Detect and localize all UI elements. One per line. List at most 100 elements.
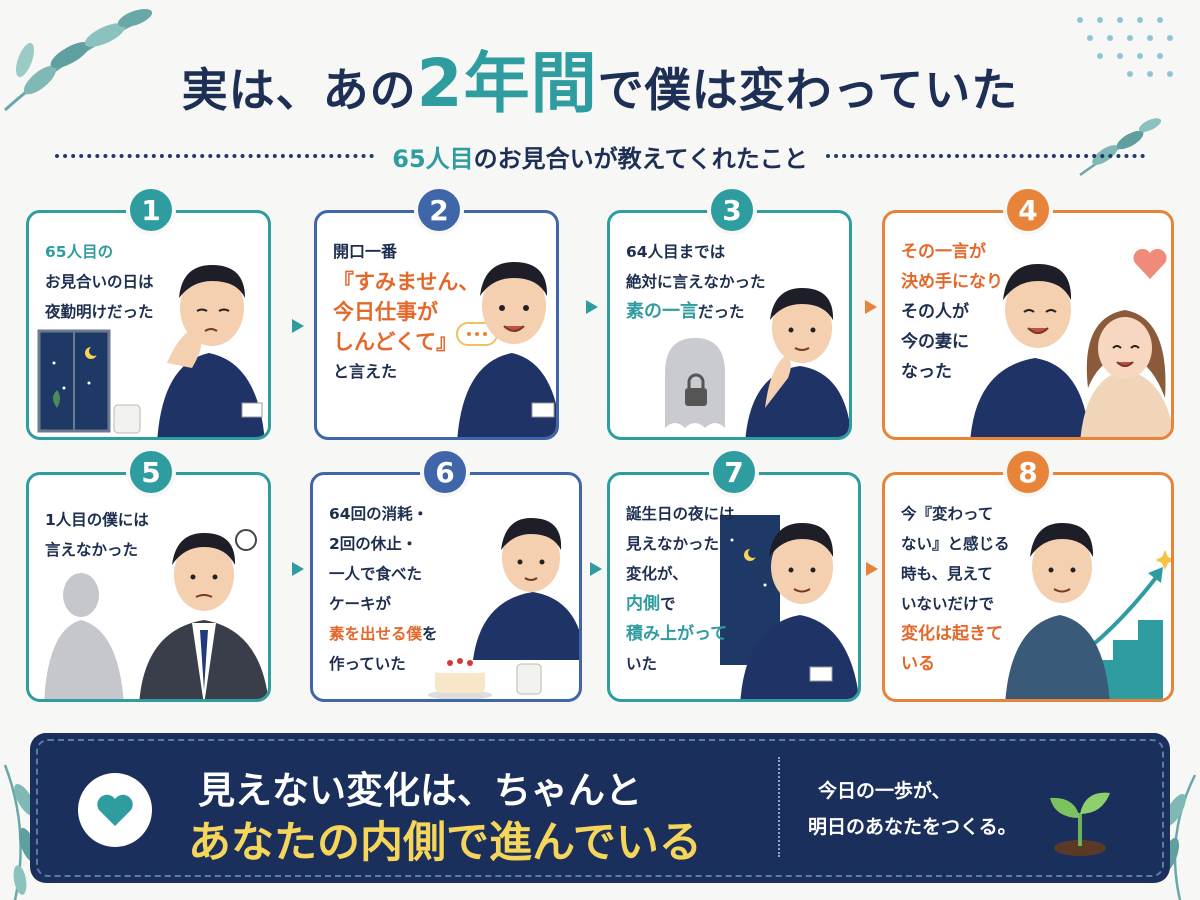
panel-4-line: その一言が bbox=[901, 242, 986, 262]
message-banner bbox=[30, 733, 1170, 883]
page-title: 実は、あの2年間で僕は変わっていた bbox=[0, 30, 1200, 126]
step-number-badge: 2 bbox=[414, 185, 464, 235]
night-window-illustration bbox=[37, 329, 141, 434]
panel-1: 65人目の お見合いの日は 夜勤明けだった bbox=[26, 210, 271, 440]
panel-7-line: 誕生日の夜には bbox=[626, 505, 735, 523]
arrow-right-icon bbox=[292, 562, 304, 576]
panel-5-text: 1人目の僕には 言えなかった bbox=[45, 505, 149, 565]
sprout-icon bbox=[1050, 792, 1110, 856]
step-number-badge: 8 bbox=[1003, 447, 1053, 497]
dots-decoration bbox=[1077, 17, 1173, 77]
panel-8-line: 変化は起きて bbox=[901, 624, 1003, 644]
panel-1-line: 夜勤明けだった bbox=[45, 303, 154, 321]
resting-man-icon bbox=[473, 518, 579, 660]
panel-8-text: 今『変わって ない』と感じる 時も、見えて いないだけで 変化は起きて いる bbox=[901, 499, 1010, 679]
arrow-right-icon bbox=[590, 562, 602, 576]
panel-8-line: いる bbox=[901, 654, 935, 674]
hopeful-man-icon bbox=[1005, 523, 1110, 699]
smiling-man-icon bbox=[457, 262, 556, 437]
arrow-right-icon bbox=[292, 319, 304, 333]
banner-side-line: 今日の一歩が、 bbox=[818, 780, 951, 802]
coffee-cup-icon bbox=[516, 663, 542, 695]
title-pre: 実は、あの bbox=[181, 63, 417, 117]
panel-8-line: 今『変わって bbox=[901, 505, 994, 523]
panel-5-line: 言えなかった bbox=[45, 541, 139, 559]
panel-4-text: その一言が 決め手になり その人が 今の妻に なった bbox=[901, 237, 1003, 387]
panel-3: 64人目までは 絶対に言えなかった 素の一言だった bbox=[607, 210, 852, 440]
step-number-badge: 6 bbox=[420, 447, 470, 497]
panel-6-line-accent: 素を出せる僕 bbox=[329, 625, 423, 643]
heart-icon bbox=[1133, 248, 1167, 279]
panel-4-line: その人が bbox=[901, 302, 969, 322]
tired-man-icon bbox=[157, 265, 265, 437]
ghost-lock-icon bbox=[665, 338, 725, 428]
panel-2-line: 『すみません、 bbox=[333, 270, 480, 294]
couple-illustration bbox=[970, 264, 1171, 437]
subtitle-dotline-right bbox=[825, 154, 1145, 158]
panel-6-line: 一人で食べた bbox=[329, 565, 423, 583]
banner-headline-line1: 見えない変化は、ちゃんと bbox=[198, 769, 642, 812]
banner-dashed-border bbox=[36, 739, 1164, 877]
step-number-badge: 1 bbox=[126, 185, 176, 235]
cake-icon bbox=[428, 658, 492, 699]
calm-man-icon bbox=[740, 523, 858, 699]
panel-2-text: 開口一番 『すみません、 今日仕事が しんどくて』 と言えた bbox=[333, 237, 479, 387]
banner-side-line: 明日のあなたをつくる。 bbox=[808, 816, 1017, 838]
panel-8-line: いないだけで bbox=[901, 595, 995, 613]
step-number-badge: 5 bbox=[126, 447, 176, 497]
panel-6-line: を bbox=[422, 625, 438, 643]
panel-3-line-accent: 素の一言 bbox=[626, 301, 698, 322]
panel-7-line-accent: 内側 bbox=[626, 594, 660, 614]
panel-1-line: 65人目の bbox=[45, 243, 114, 261]
panel-4-line: 今の妻に bbox=[901, 332, 969, 352]
panel-3-line: 64人目までは bbox=[626, 243, 726, 261]
panel-6-line: ケーキが bbox=[329, 595, 392, 613]
panel-8-line: ない』と感じる bbox=[901, 535, 1010, 553]
panel-6-line: 2回の休止・ bbox=[329, 535, 418, 553]
panel-2-line: 開口一番 bbox=[333, 242, 398, 261]
subtitle-row: 65人目のお見合いが教えてくれたこと bbox=[55, 138, 1145, 174]
panel-7-line: で bbox=[660, 595, 676, 613]
panel-7-line: いた bbox=[626, 655, 658, 673]
heart-bubble bbox=[78, 773, 152, 847]
panel-7-line: 積み上がって bbox=[626, 624, 728, 644]
panel-6-line: 64回の消耗・ bbox=[329, 505, 429, 523]
panel-3-line: 絶対に言えなかった bbox=[626, 273, 766, 291]
panel-2-line: しんどくて』 bbox=[333, 330, 458, 354]
panel-8-line: 時も、見えて bbox=[901, 565, 993, 583]
banner-side-message: 今日の一歩が、 明日のあなたをつくる。 bbox=[808, 773, 1017, 845]
panel-2-line: と言えた bbox=[333, 362, 398, 381]
title-post: で僕は変わっていた bbox=[597, 63, 1019, 117]
panel-6-line: 作っていた bbox=[329, 655, 406, 673]
panel-7: 誕生日の夜には 見えなかった 変化が、 内側で 積み上がって いた bbox=[607, 472, 861, 702]
suit-man-icon bbox=[139, 529, 268, 699]
arrow-right-icon bbox=[865, 300, 877, 314]
heart-icon bbox=[97, 794, 133, 826]
step-number-badge: 7 bbox=[709, 447, 759, 497]
panel-6: 64回の消耗・ 2回の休止・ 一人で食べた ケーキが 素を出せる僕を 作っていた bbox=[310, 472, 582, 702]
panel-7-line: 見えなかった bbox=[626, 535, 720, 553]
panel-2-line: 今日仕事が bbox=[333, 300, 438, 324]
panel-4: その一言が 決め手になり その人が 今の妻に なった bbox=[882, 210, 1174, 440]
panel-5-line: 1人目の僕には bbox=[45, 511, 149, 529]
arrow-right-icon bbox=[866, 562, 878, 576]
panel-1-line: お見合いの日は bbox=[45, 273, 154, 291]
step-number-badge: 4 bbox=[1003, 185, 1053, 235]
subtitle-accent: 65人目 bbox=[392, 144, 474, 173]
subtitle-rest: のお見合いが教えてくれたこと bbox=[473, 144, 808, 173]
subtitle-dotline-left bbox=[55, 154, 375, 158]
woman-silhouette-icon bbox=[44, 573, 124, 699]
panel-7-text: 誕生日の夜には 見えなかった 変化が、 内側で 積み上がって いた bbox=[626, 499, 735, 679]
panel-3-text: 64人目までは 絶対に言えなかった 素の一言だった bbox=[626, 237, 766, 327]
banner-headline-line2: あなたの内側で進んでいる bbox=[188, 818, 702, 868]
panel-1-text: 65人目の お見合いの日は 夜勤明けだった bbox=[45, 237, 154, 327]
panel-2: 開口一番 『すみません、 今日仕事が しんどくて』 と言えた bbox=[314, 210, 559, 440]
thinking-man-icon bbox=[745, 288, 849, 437]
title-number: 2年間 bbox=[416, 45, 598, 122]
panel-5: 1人目の僕には 言えなかった bbox=[26, 472, 271, 702]
banner-divider bbox=[778, 757, 780, 857]
panel-3-line: だった bbox=[698, 303, 745, 321]
arrow-right-icon bbox=[586, 300, 598, 314]
panel-7-line: 変化が、 bbox=[626, 565, 688, 583]
panel-6-text: 64回の消耗・ 2回の休止・ 一人で食べた ケーキが 素を出せる僕を 作っていた bbox=[329, 499, 438, 679]
